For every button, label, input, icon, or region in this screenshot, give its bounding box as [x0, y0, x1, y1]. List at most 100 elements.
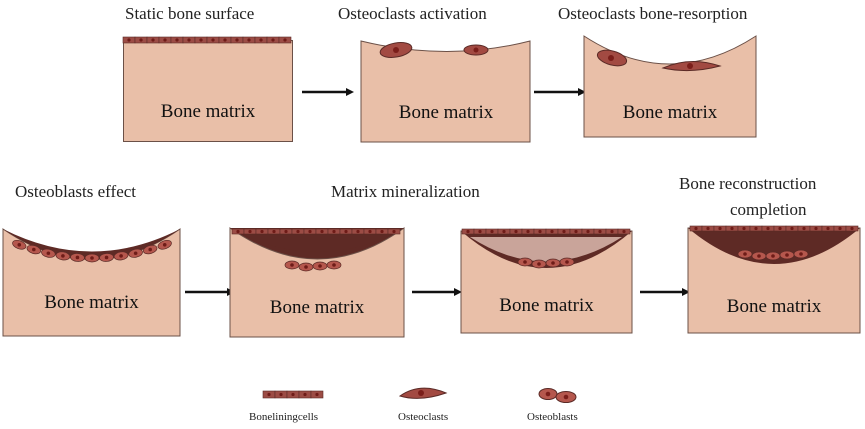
stage-4-label: Bone matrix [44, 292, 139, 313]
stage-4-title: Osteoblasts effect [15, 182, 137, 201]
osteoblast-cell [143, 244, 158, 255]
lining-cell-nucleus [466, 229, 470, 234]
osteoblast-nucleus [104, 255, 109, 260]
osteoblast-cell [128, 248, 143, 258]
lining-cell [557, 228, 571, 235]
lining-cell-nucleus [766, 226, 770, 231]
lining-cell-nucleus [562, 229, 566, 234]
lining-cell [315, 228, 329, 235]
lining-cell [713, 225, 727, 232]
lining-cell [279, 228, 293, 235]
lining-cell-nucleus [315, 392, 319, 397]
lining-cell-nucleus [320, 229, 324, 234]
lining-cell [461, 228, 475, 235]
lining-cell-nucleus [778, 226, 782, 231]
lining-cell [509, 228, 523, 235]
lining-cell [387, 228, 401, 235]
osteoblast-nucleus [75, 255, 80, 260]
osteoblast-cell [41, 248, 56, 258]
osteoblast-nucleus [17, 242, 22, 247]
lining-cell-nucleus [236, 229, 240, 234]
lining-cell [605, 228, 619, 235]
lining-cell-nucleus [248, 229, 252, 234]
osteoblast-cell [751, 251, 767, 261]
lining-cell [339, 228, 353, 235]
osteoblast-nucleus [290, 263, 294, 267]
lining-cell [327, 228, 341, 235]
stage-5-label: Bone matrix [269, 297, 365, 318]
osteoblast-cell [12, 239, 27, 250]
osteoblast-nucleus [537, 262, 541, 266]
lining-cell-nucleus [478, 229, 482, 234]
lining-cell-nucleus [272, 229, 276, 234]
osteoblast-cell [326, 260, 342, 270]
lining-cell-nucleus [526, 229, 530, 234]
lining-cell-nucleus [291, 392, 295, 397]
osteoblast-cell [545, 258, 561, 268]
lining-cell [298, 390, 312, 399]
stage-3-title: Osteoclasts bone-resorption [558, 4, 748, 23]
osteoblast-nucleus [32, 247, 36, 252]
arrow-2 [534, 88, 586, 96]
lining-cell-nucleus [574, 229, 578, 234]
osteoblast-nucleus [771, 254, 775, 258]
lining-cell-nucleus [730, 226, 734, 231]
lining-cell-nucleus [260, 229, 264, 234]
stage-6-label: Bone matrix [499, 295, 594, 316]
arrow-1 [302, 88, 354, 96]
osteoblast-cell [779, 250, 795, 260]
lining-cell-nucleus [344, 229, 348, 234]
lining-cell [773, 225, 787, 232]
lining-cell-nucleus [754, 226, 758, 231]
lining-cell [473, 228, 487, 235]
lining-cell [231, 228, 245, 235]
lining-cell-nucleus [514, 229, 518, 234]
lining-cell [737, 225, 751, 232]
lining-cell [363, 228, 377, 235]
osteoblast-cell [55, 251, 71, 261]
stage-5-title: Matrix mineralization [331, 182, 480, 201]
osteoblast-nucleus [162, 242, 167, 247]
legend-lining-icon [262, 390, 324, 399]
lining-cell-nucleus [802, 226, 806, 231]
lining-cell-nucleus [368, 229, 372, 234]
osteoblast-cell [26, 244, 41, 255]
osteoblast-cell [113, 251, 129, 261]
stage-7-title-line1: Bone reconstruction [679, 174, 817, 193]
osteoblast-nucleus [318, 264, 322, 268]
lining-cell-nucleus [296, 229, 300, 234]
lining-cell [797, 225, 811, 232]
stage-1-matrix: Bone matrix [123, 40, 293, 142]
lining-cell-nucleus [586, 229, 590, 234]
lining-cell-nucleus [303, 392, 307, 397]
arrow-5 [640, 288, 690, 296]
osteoblast-cell [737, 249, 753, 259]
lining-cell [833, 225, 847, 232]
legend-osteoblasts-label: Osteoblasts [527, 411, 578, 423]
lining-cell-nucleus [332, 229, 336, 234]
lining-cell [845, 225, 859, 232]
lining-cell-nucleus [356, 229, 360, 234]
lining-cell-nucleus [706, 226, 710, 231]
lining-cell [809, 225, 823, 232]
lining-cell-nucleus [826, 226, 830, 231]
lining-cell-nucleus [550, 229, 554, 234]
lining-cell [749, 225, 763, 232]
lining-cell [243, 228, 257, 235]
stage-2-title: Osteoclasts activation [338, 4, 487, 23]
lining-cell [785, 225, 799, 232]
lining-cell-nucleus [502, 229, 506, 234]
stage-1-label: Bone matrix [160, 101, 256, 122]
osteoblast-cell [559, 257, 575, 267]
lining-cell [274, 390, 288, 399]
osteoblast-cell [531, 259, 547, 269]
lining-cell [262, 390, 276, 399]
lining-cell [521, 228, 535, 235]
lining-cell-nucleus [267, 392, 271, 397]
lining-cell-nucleus [490, 229, 494, 234]
osteoblast-nucleus [90, 256, 94, 260]
lining-cell [267, 228, 281, 235]
osteoblast-nucleus [565, 260, 569, 264]
lining-cell-nucleus [380, 229, 384, 234]
lining-cell [310, 390, 324, 399]
